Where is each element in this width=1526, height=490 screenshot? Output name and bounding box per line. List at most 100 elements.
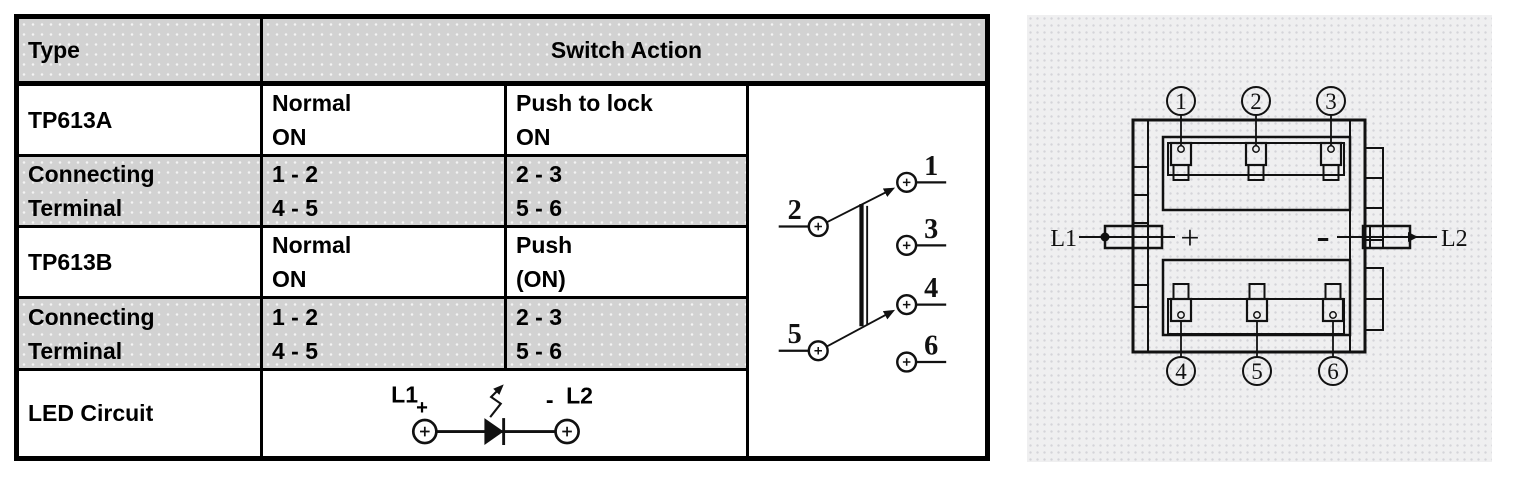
led-terminal-l1	[411, 418, 438, 445]
conn1-label-cell: Connecting Terminal	[15, 154, 263, 228]
terminal-1-label: 1	[924, 151, 938, 182]
pinout-plus-label: +	[1180, 220, 1199, 257]
conn2-normal-line2: 4 - 5	[272, 337, 319, 364]
pin-1-number: 1	[1175, 89, 1187, 114]
pin-2-number: 2	[1250, 89, 1262, 114]
pin-6-circle	[1318, 356, 1348, 386]
top-callout-lines	[1180, 115, 1332, 146]
led-minus-label: -	[546, 387, 554, 413]
upper-strip	[1167, 142, 1345, 176]
terminal-6-label: 6	[924, 331, 938, 362]
terminal-4-label: 4	[924, 274, 938, 305]
pinout-l2-label: L2	[1441, 226, 1468, 252]
switch-schematic-drawing: 1 2 3 4	[778, 151, 947, 374]
conn1-push-cell: 2 - 3 5 - 6	[504, 154, 749, 228]
push-line2: (ON)	[516, 266, 566, 292]
pin-5-number: 5	[1251, 359, 1263, 384]
terminal-3-plus	[902, 242, 911, 250]
led-circuit-label-cell: LED Circuit	[15, 368, 263, 460]
terminal-2	[807, 216, 829, 238]
lug-1-pin	[1177, 145, 1185, 153]
pin-3-number: 3	[1325, 89, 1337, 114]
conn1-normal-line1: 1 - 2	[272, 161, 319, 187]
tp613a-push-cell: Push to lock ON	[504, 82, 749, 157]
lug-6-foot	[1324, 283, 1342, 300]
conn1-line1: Connecting	[28, 161, 155, 187]
tp613b-normal-cell: Normal ON	[260, 225, 507, 299]
l2-lead-arrow	[1408, 232, 1418, 242]
contact-5-to-4	[826, 310, 896, 348]
lug-4-pin	[1177, 311, 1185, 319]
push-line2: ON	[516, 124, 551, 150]
pinout-drawing: 1 2 3 4 5	[1050, 86, 1468, 386]
conn1-push-line1: 2 - 3	[516, 161, 563, 187]
terminal-2-plus	[814, 223, 822, 231]
lug-3-pin	[1327, 145, 1335, 153]
pin-3-circle	[1316, 86, 1346, 116]
right-snap-upper	[1364, 147, 1384, 241]
contact-2-to-1	[826, 188, 896, 224]
conn1-line2: Terminal	[28, 195, 123, 221]
tp613b-push-cell: Push (ON)	[504, 225, 749, 299]
terminal-2-label: 2	[788, 196, 802, 227]
header-switch-action-cell: Switch Action	[260, 15, 989, 86]
lug-1-foot	[1172, 164, 1190, 181]
terminal-1-plus	[902, 179, 911, 187]
pinout-minus-label: -	[1316, 213, 1329, 258]
normal-line1: Normal	[272, 90, 352, 116]
lug-2-pin	[1252, 145, 1260, 153]
led-l1-label: L1	[391, 382, 418, 408]
pinout-panel: 1 2 3 4 5	[1027, 15, 1492, 462]
tp613a-type-cell: TP613A	[15, 82, 263, 157]
conn1-normal-cell: 1 - 2 4 - 5	[260, 154, 507, 228]
header-type-cell: Type	[15, 15, 263, 86]
l2-terminal-segments	[1369, 226, 1384, 248]
terminal-5	[807, 340, 829, 362]
conn2-normal-line1: 1 - 2	[272, 303, 319, 330]
pinout-l1-label: L1	[1050, 226, 1077, 252]
switch-schematic-cell: 1 2 3 4	[746, 82, 989, 460]
led-circuit-cell: L1 + - L2	[260, 368, 749, 460]
conn2-label-cell: Connecting Terminal	[15, 296, 263, 371]
conn2-push-line1: 2 - 3	[516, 303, 563, 330]
led-circuit-drawing: L1 + - L2	[391, 382, 593, 446]
conn2-normal-cell: 1 - 2 4 - 5	[260, 296, 507, 371]
tp613b-type-cell: TP613B	[15, 225, 263, 299]
terminal-3	[896, 235, 918, 257]
terminal-4	[896, 294, 918, 316]
terminal-4-plus	[902, 301, 911, 309]
pin-5-circle	[1242, 356, 1272, 386]
lug-6-pin	[1329, 311, 1337, 319]
right-snap-upper-segments	[1365, 177, 1383, 209]
conn2-push-cell: 2 - 3 5 - 6	[504, 296, 749, 371]
l1-terminal-segments	[1132, 226, 1149, 248]
lug-5-pin	[1253, 311, 1261, 319]
lower-strip	[1167, 298, 1345, 335]
switch-spec-table: Type Switch Action TP613A Normal ON Push…	[14, 14, 990, 461]
pin-6-number: 6	[1327, 359, 1339, 384]
conn2-push-line2: 5 - 6	[516, 337, 563, 364]
pin-4-circle	[1166, 356, 1196, 386]
conn1-normal-line2: 4 - 5	[272, 195, 319, 221]
lug-4-foot	[1172, 283, 1190, 300]
normal-line2: ON	[272, 266, 307, 292]
lug-2-foot	[1247, 164, 1265, 181]
led-diode-triangle	[484, 418, 504, 446]
lug-5-foot	[1248, 283, 1266, 300]
conn1-push-line2: 5 - 6	[516, 195, 563, 221]
led-terminal-l2-plus	[562, 426, 572, 437]
left-wall-segments	[1133, 166, 1148, 308]
led-terminal-l1-plus	[420, 426, 430, 437]
terminal-5-plus	[814, 347, 822, 356]
push-line1: Push to lock	[516, 90, 653, 116]
conn2-line2: Terminal	[28, 337, 123, 364]
terminal-1	[896, 172, 918, 194]
pin-2-circle	[1241, 86, 1271, 116]
led-terminal-l2	[554, 418, 580, 445]
normal-line1: Normal	[272, 232, 352, 258]
lower-lugs	[1169, 283, 1345, 323]
pin-1-circle	[1166, 86, 1196, 116]
pin-4-number: 4	[1175, 359, 1187, 384]
terminal-5-label: 5	[788, 320, 802, 351]
normal-line2: ON	[272, 124, 307, 150]
